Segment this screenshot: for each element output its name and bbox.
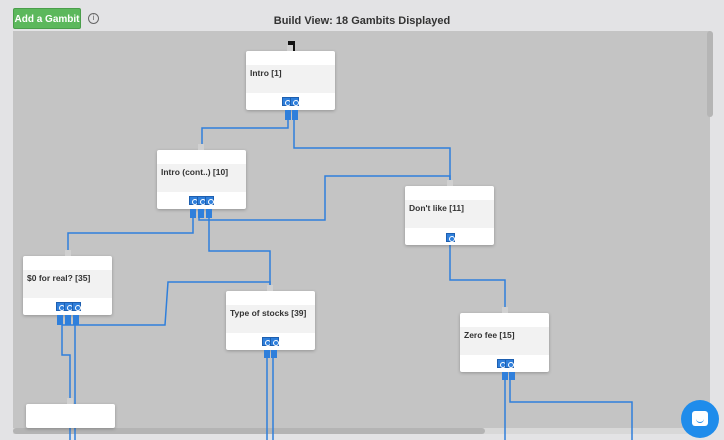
port-icon[interactable] [290, 97, 299, 106]
input-connector [267, 285, 273, 291]
gambit-node[interactable]: Don't like [11] [405, 180, 494, 245]
input-connector [65, 250, 71, 256]
port-stub [57, 315, 63, 325]
gambit-label: Intro [1] [250, 68, 282, 78]
port-stub [73, 315, 79, 325]
gambit-node-partial[interactable] [26, 398, 115, 428]
port-stub [509, 372, 515, 380]
gambit-label: $0 for real? [35] [27, 273, 91, 283]
toolbar: Add a Gambit i Build View: 18 Gambits Di… [0, 0, 724, 36]
port-stub [285, 110, 291, 120]
edge-dont-like-to-zero-fee [449, 245, 506, 313]
edge-intro-cont-to-type-of-stocks [208, 218, 271, 291]
input-connector [198, 144, 204, 150]
port-stub [292, 110, 298, 120]
port-icon[interactable] [72, 302, 81, 311]
edge-zero-for-real-down-1 [61, 325, 71, 440]
port-stub [271, 350, 277, 358]
page-title: Build View: 18 Gambits Displayed [273, 15, 451, 27]
gambit-node[interactable]: Intro (cont..) [10] [157, 144, 246, 209]
gambit-node[interactable]: Type of stocks [39] [226, 285, 315, 350]
node-band [23, 270, 112, 298]
input-connector [287, 45, 293, 51]
gambit-label: Intro (cont..) [10] [161, 167, 229, 177]
add-gambit-button[interactable]: Add a Gambit [13, 8, 81, 29]
gambit-label: Don't like [11] [409, 203, 464, 213]
node-band [405, 200, 494, 228]
vertical-scrollbar[interactable] [707, 31, 713, 117]
node-band [246, 65, 335, 93]
port-stub [190, 209, 196, 218]
gambit-label: Zero fee [15] [464, 330, 515, 340]
port-icon[interactable] [205, 196, 214, 205]
port-icon[interactable] [270, 337, 279, 346]
edge-intro-cont-to-zero-for-real [67, 218, 194, 256]
node-band [226, 305, 315, 333]
port-icon[interactable] [505, 359, 514, 368]
edge-intro-to-intro-cont [201, 120, 289, 150]
node-band [460, 327, 549, 355]
port-stub [264, 350, 270, 358]
gambit-node[interactable]: Intro [1] [246, 45, 335, 110]
build-canvas[interactable] [13, 31, 710, 428]
port-icon[interactable] [446, 233, 455, 242]
horizontal-scrollbar-thumb[interactable] [13, 428, 485, 434]
port-stub [65, 315, 71, 325]
gambit-node[interactable]: $0 for real? [35] [23, 250, 112, 315]
gambit-label: Type of stocks [39] [230, 308, 307, 318]
port-stub [502, 372, 508, 380]
gambit-node[interactable]: Zero fee [15] [460, 307, 549, 372]
chat-launcher-button[interactable] [681, 400, 719, 438]
chat-icon [692, 411, 708, 426]
input-connector [67, 398, 73, 404]
port-stub [198, 209, 204, 218]
edge-zero-fee-right [509, 380, 633, 440]
input-connector [447, 180, 453, 186]
input-connector [502, 307, 508, 313]
edge-intro-to-dont-like [293, 120, 451, 186]
edge-intro-cont-to-dont-like [198, 175, 451, 221]
horizontal-scrollbar[interactable] [13, 428, 710, 434]
node-band [157, 164, 246, 192]
port-stub [206, 209, 212, 218]
info-icon[interactable]: i [88, 13, 99, 24]
